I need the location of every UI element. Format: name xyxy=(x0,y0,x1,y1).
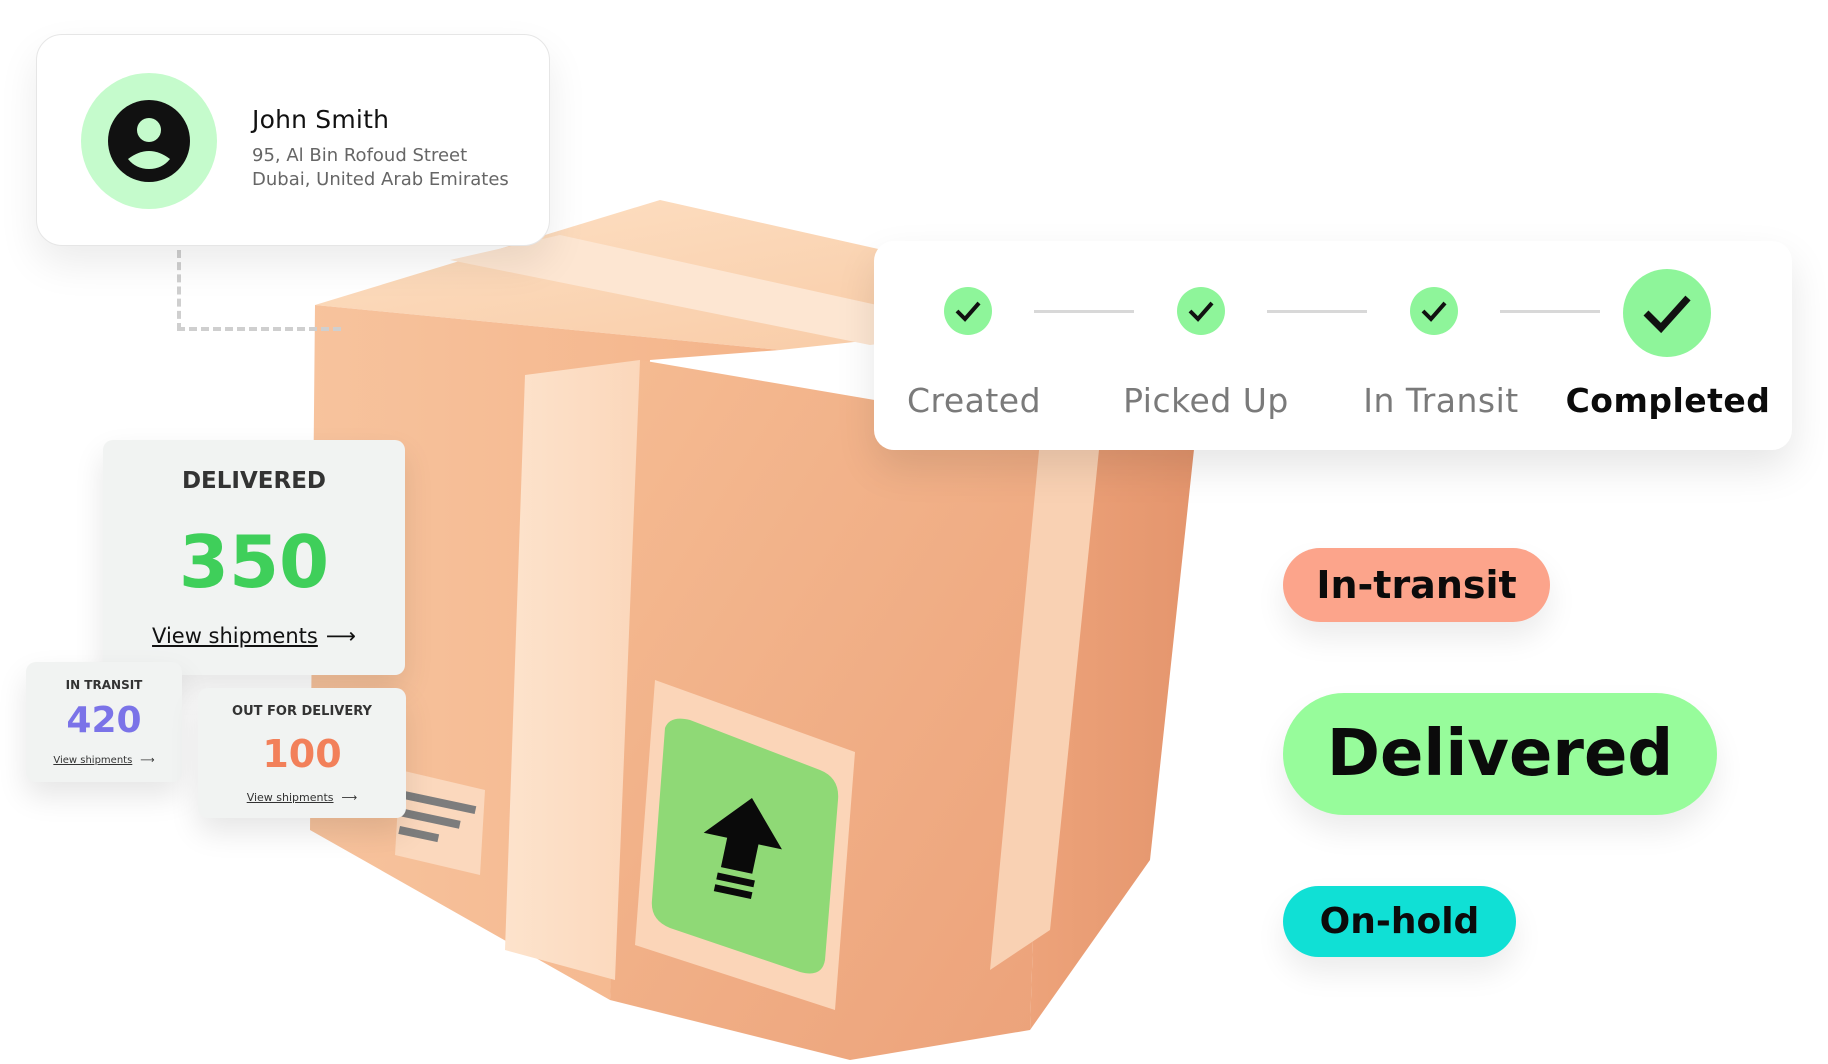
step-label-created: Created xyxy=(906,381,1042,420)
step-created-indicator xyxy=(944,287,992,335)
view-shipments-link[interactable]: View shipments ⟶ xyxy=(198,791,406,804)
box-tape-left xyxy=(505,360,640,980)
check-icon xyxy=(1188,301,1214,322)
customer-name: John Smith xyxy=(252,105,390,134)
user-circle-icon xyxy=(108,100,190,182)
stat-title: IN TRANSIT xyxy=(65,678,143,692)
customer-card: John Smith 95, Al Bin Rofoud Street Duba… xyxy=(36,34,550,246)
stat-value: 350 xyxy=(178,520,330,604)
step-completed-indicator xyxy=(1623,269,1711,357)
step-in-transit-indicator xyxy=(1410,287,1458,335)
box-tape-top xyxy=(450,235,990,345)
link-label: View shipments xyxy=(152,624,318,648)
check-icon xyxy=(1421,301,1447,322)
delivered-stat-card: DELIVERED 350 View shipments ⟶ xyxy=(103,440,405,675)
card-connector xyxy=(177,250,341,331)
step-label-completed: Completed xyxy=(1565,381,1771,420)
stat-title: DELIVERED xyxy=(181,468,327,494)
step-label-in-transit: In Transit xyxy=(1363,381,1519,420)
avatar xyxy=(81,73,217,209)
check-icon xyxy=(1643,295,1691,334)
status-badge-in-transit: In-transit xyxy=(1283,548,1550,622)
step-picked-up-indicator xyxy=(1177,287,1225,335)
step-connector xyxy=(1267,310,1367,313)
step-label-picked-up: Picked Up xyxy=(1123,381,1289,420)
arrow-right-icon: ⟶ xyxy=(325,624,356,648)
status-badge-delivered: Delivered xyxy=(1283,693,1717,815)
arrow-right-icon: ⟶ xyxy=(140,755,155,766)
stat-title: OUT FOR DELIVERY xyxy=(232,704,372,719)
step-connector xyxy=(1500,310,1600,313)
in-transit-stat-card: IN TRANSIT 420 View shipments ⟶ xyxy=(26,662,182,782)
arrow-right-icon: ⟶ xyxy=(341,791,358,804)
upload-arrow-icon xyxy=(703,798,782,900)
view-shipments-link[interactable]: View shipments ⟶ xyxy=(103,624,405,648)
shipment-tracker: Created Picked Up In Transit Completed xyxy=(874,241,1792,450)
stat-value: 100 xyxy=(262,732,342,776)
step-connector xyxy=(1034,310,1134,313)
check-icon xyxy=(955,301,981,322)
view-shipments-link[interactable]: View shipments ⟶ xyxy=(26,755,182,766)
link-label: View shipments xyxy=(246,791,334,804)
link-label: View shipments xyxy=(53,755,133,766)
stat-value: 420 xyxy=(66,700,142,741)
customer-address-line2: Dubai, United Arab Emirates xyxy=(252,169,509,190)
box-tape-right xyxy=(990,440,1100,970)
out-for-delivery-stat-card: OUT FOR DELIVERY 100 View shipments ⟶ xyxy=(198,688,406,818)
status-badge-on-hold: On-hold xyxy=(1283,886,1516,957)
customer-address-line1: 95, Al Bin Rofoud Street xyxy=(252,145,468,166)
